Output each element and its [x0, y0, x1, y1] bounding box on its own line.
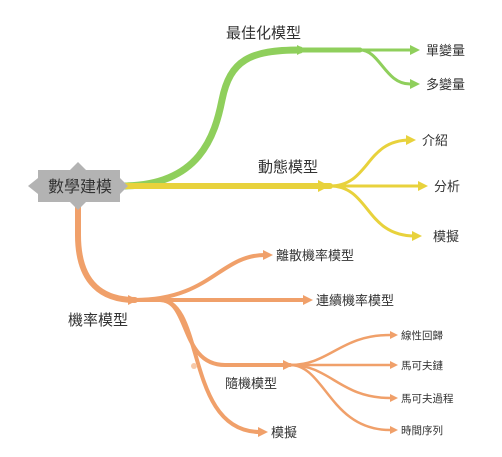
edge-dynamic-simulation [328, 184, 417, 238]
root-label: 數學建模 [48, 177, 112, 196]
arrow-stochastic [283, 360, 293, 370]
edge-optimization-multivariate [358, 48, 412, 86]
edge-root-probability [75, 202, 138, 303]
node-multivariate[interactable]: 多變量 [426, 77, 465, 93]
arrow-discrete [263, 250, 273, 260]
arrow-optimization [297, 45, 307, 55]
edge-root-optimization [118, 46, 304, 190]
edges [75, 46, 422, 434]
node-analysis[interactable]: 分析 [434, 180, 460, 195]
arrows [128, 45, 428, 437]
arrow-univariate [410, 45, 420, 55]
node-intro[interactable]: 介紹 [422, 134, 448, 149]
edge-stochastic-markov-process [288, 363, 392, 400]
labels: 最佳化模型 單變量 多變量 動態模型 介紹 分析 模擬 機率模型 離散機率模型 … [68, 24, 465, 441]
arrow-continuous [303, 295, 313, 305]
node-markov-chain[interactable]: 馬可夫鏈 [401, 359, 443, 372]
edge-stochastic-time-series [288, 363, 392, 432]
node-dynamic[interactable]: 動態模型 [258, 158, 318, 176]
arrow-sim-prob [258, 427, 268, 437]
arrow-multivariate [410, 79, 420, 89]
arrow-intro [406, 135, 416, 145]
node-univariate[interactable]: 單變量 [426, 43, 465, 59]
arrow-analysis [418, 181, 428, 191]
arrow-markov-process [390, 394, 398, 402]
root-node[interactable]: 數學建模 [28, 162, 128, 210]
edge-probability-discrete [133, 253, 267, 302]
edge-stochastic-regression [288, 333, 392, 367]
root-node-shape[interactable] [28, 162, 128, 210]
node-regression[interactable]: 線性回歸 [401, 329, 443, 342]
node-markov-process[interactable]: 馬可夫過程 [401, 393, 454, 405]
node-prob-simulation[interactable]: 模擬 [271, 425, 297, 441]
arrow-probability [128, 295, 138, 305]
arrow-dynamic [318, 180, 330, 192]
arrow-markov-chain [390, 361, 398, 369]
node-probability[interactable]: 機率模型 [68, 311, 128, 329]
node-optimization[interactable]: 最佳化模型 [226, 24, 301, 42]
arrow-regression [390, 331, 398, 339]
edge-dynamic-intro [328, 138, 412, 188]
arrow-time-series [390, 426, 398, 434]
node-discrete[interactable]: 離散機率模型 [276, 248, 354, 264]
node-dyn-simulation[interactable]: 模擬 [433, 229, 459, 245]
node-continuous[interactable]: 連續機率模型 [316, 293, 394, 309]
edge-probability-simulation [158, 298, 262, 434]
arrow-simulation [412, 231, 422, 241]
node-time-series[interactable]: 時間序列 [401, 424, 443, 437]
junction-dot [191, 363, 197, 369]
node-stochastic[interactable]: 隨機模型 [225, 377, 277, 392]
